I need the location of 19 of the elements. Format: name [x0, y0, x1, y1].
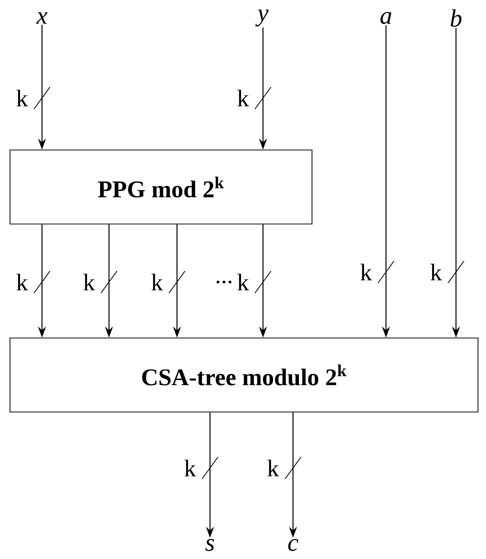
- signal-label: c: [288, 539, 298, 551]
- signal-label: s: [205, 539, 214, 551]
- edge-label: k: [430, 264, 442, 280]
- signal-label: y: [255, 10, 269, 26]
- signal-label: a: [380, 12, 392, 24]
- edge-label: k: [184, 460, 196, 476]
- edge-label: k: [237, 90, 249, 106]
- edge-label: k: [16, 274, 28, 290]
- signal-label: b: [450, 9, 462, 27]
- process-box: PPG mod 2$^{k}$: [10, 150, 312, 224]
- process-box: CSA-tree modulo 2$^{k}$: [10, 338, 478, 412]
- edge-label: k: [16, 90, 28, 106]
- signal-label: x: [36, 12, 48, 24]
- edge-label: k: [360, 264, 372, 280]
- edge-label: k: [151, 274, 163, 290]
- edge-label: k: [237, 274, 249, 290]
- edge-label: k: [83, 274, 95, 290]
- edge-label: k: [267, 460, 279, 476]
- ellipsis-label: ...: [216, 280, 232, 284]
